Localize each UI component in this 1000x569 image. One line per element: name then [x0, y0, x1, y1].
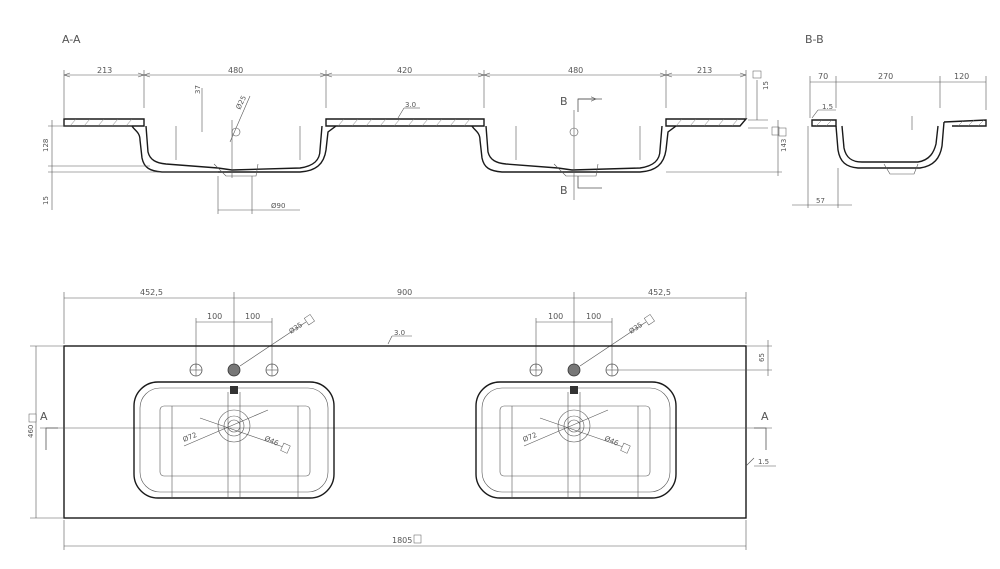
- dim-46-left: Ø46: [263, 435, 280, 448]
- dim-452-left: 452,5: [140, 288, 163, 297]
- dim-452-right: 452,5: [648, 288, 671, 297]
- section-b-marker-top: B: [560, 95, 568, 108]
- countertop-slab: [63, 118, 748, 127]
- section-aa-view: A-A 213 480 420 480 213: [42, 33, 788, 214]
- right-vertical-dim: 143: [666, 120, 788, 176]
- dim-46-right: Ø46: [603, 435, 620, 448]
- dim-460-group: 460: [27, 345, 64, 519]
- dim-15-bottom: 15: [42, 196, 50, 205]
- dim-1-5-plan: 1.5: [758, 458, 769, 466]
- dim-100-4: 100: [586, 312, 601, 321]
- section-b-marks: B B: [560, 95, 602, 197]
- basin-section-left: Ø90 37 Ø25: [131, 85, 337, 214]
- dim-chain-ticks: [63, 72, 747, 78]
- dim-128: 128: [42, 139, 50, 152]
- section-bb-title: B-B: [805, 33, 824, 46]
- dim-1805: 1805: [392, 536, 412, 545]
- dim-100-2: 100: [245, 312, 260, 321]
- dim-15-top-group: 15: [748, 70, 780, 136]
- dim-420: 420: [397, 66, 412, 75]
- basin-section-right: [471, 110, 677, 200]
- dim-72-right: Ø72: [522, 431, 538, 444]
- section-bb-view: B-B 70 270 120 1.5 57: [792, 33, 987, 208]
- dim-1805-group: 1805: [63, 520, 747, 550]
- dim-3: 3.0: [405, 101, 416, 109]
- dim-143: 143: [780, 139, 788, 152]
- section-b-marker-bottom: B: [560, 184, 568, 197]
- tap-holes: [189, 363, 619, 377]
- dim-65: 65: [758, 353, 766, 362]
- dim-1-5-bb-leader: 1.5: [811, 103, 836, 119]
- plan-view: 452,5 900 452,5 100 100 100 100 Ø35 Ø35 …: [27, 288, 776, 550]
- section-aa-title: A-A: [62, 33, 81, 46]
- basin-plan-left: Ø72 Ø46: [133, 381, 335, 499]
- dim-480-left: 480: [228, 66, 243, 75]
- dim-3-leader: 3.0: [397, 101, 420, 119]
- dim-25: Ø25: [235, 94, 249, 110]
- dim-3-plan: 3.0: [394, 329, 405, 337]
- dim-57: 57: [816, 197, 825, 205]
- dim-70: 70: [818, 72, 828, 81]
- dim-65-group: 65: [618, 340, 772, 376]
- dim-72-left: Ø72: [182, 431, 198, 444]
- dim-extension-lines: [63, 70, 747, 118]
- section-a-marker-left: A: [40, 410, 48, 423]
- dim-480-right: 480: [568, 66, 583, 75]
- dim-1-5-plan-leader: 1.5: [745, 457, 776, 467]
- dim-213-right: 213: [697, 66, 712, 75]
- dim-37: 37: [194, 85, 202, 94]
- dim-90: Ø90: [271, 202, 285, 210]
- dim-213-left: 213: [97, 66, 112, 75]
- dim-120: 120: [954, 72, 969, 81]
- dim-35-left: Ø35: [288, 321, 304, 336]
- section-a-marker-right: A: [761, 410, 769, 423]
- dim-100-1: 100: [207, 312, 222, 321]
- dim-900: 900: [397, 288, 412, 297]
- basin-plan-right: Ø72 Ø46: [475, 381, 677, 499]
- dim-1-5-bb: 1.5: [822, 103, 833, 111]
- dim-15-top: 15: [762, 81, 770, 90]
- dim-270: 270: [878, 72, 893, 81]
- countertop-outline: [63, 345, 747, 519]
- dim-35-right: Ø35: [628, 321, 644, 336]
- dim-100-3: 100: [548, 312, 563, 321]
- left-vertical-dims: 128 15: [42, 120, 218, 210]
- dim-460: 460: [27, 425, 35, 438]
